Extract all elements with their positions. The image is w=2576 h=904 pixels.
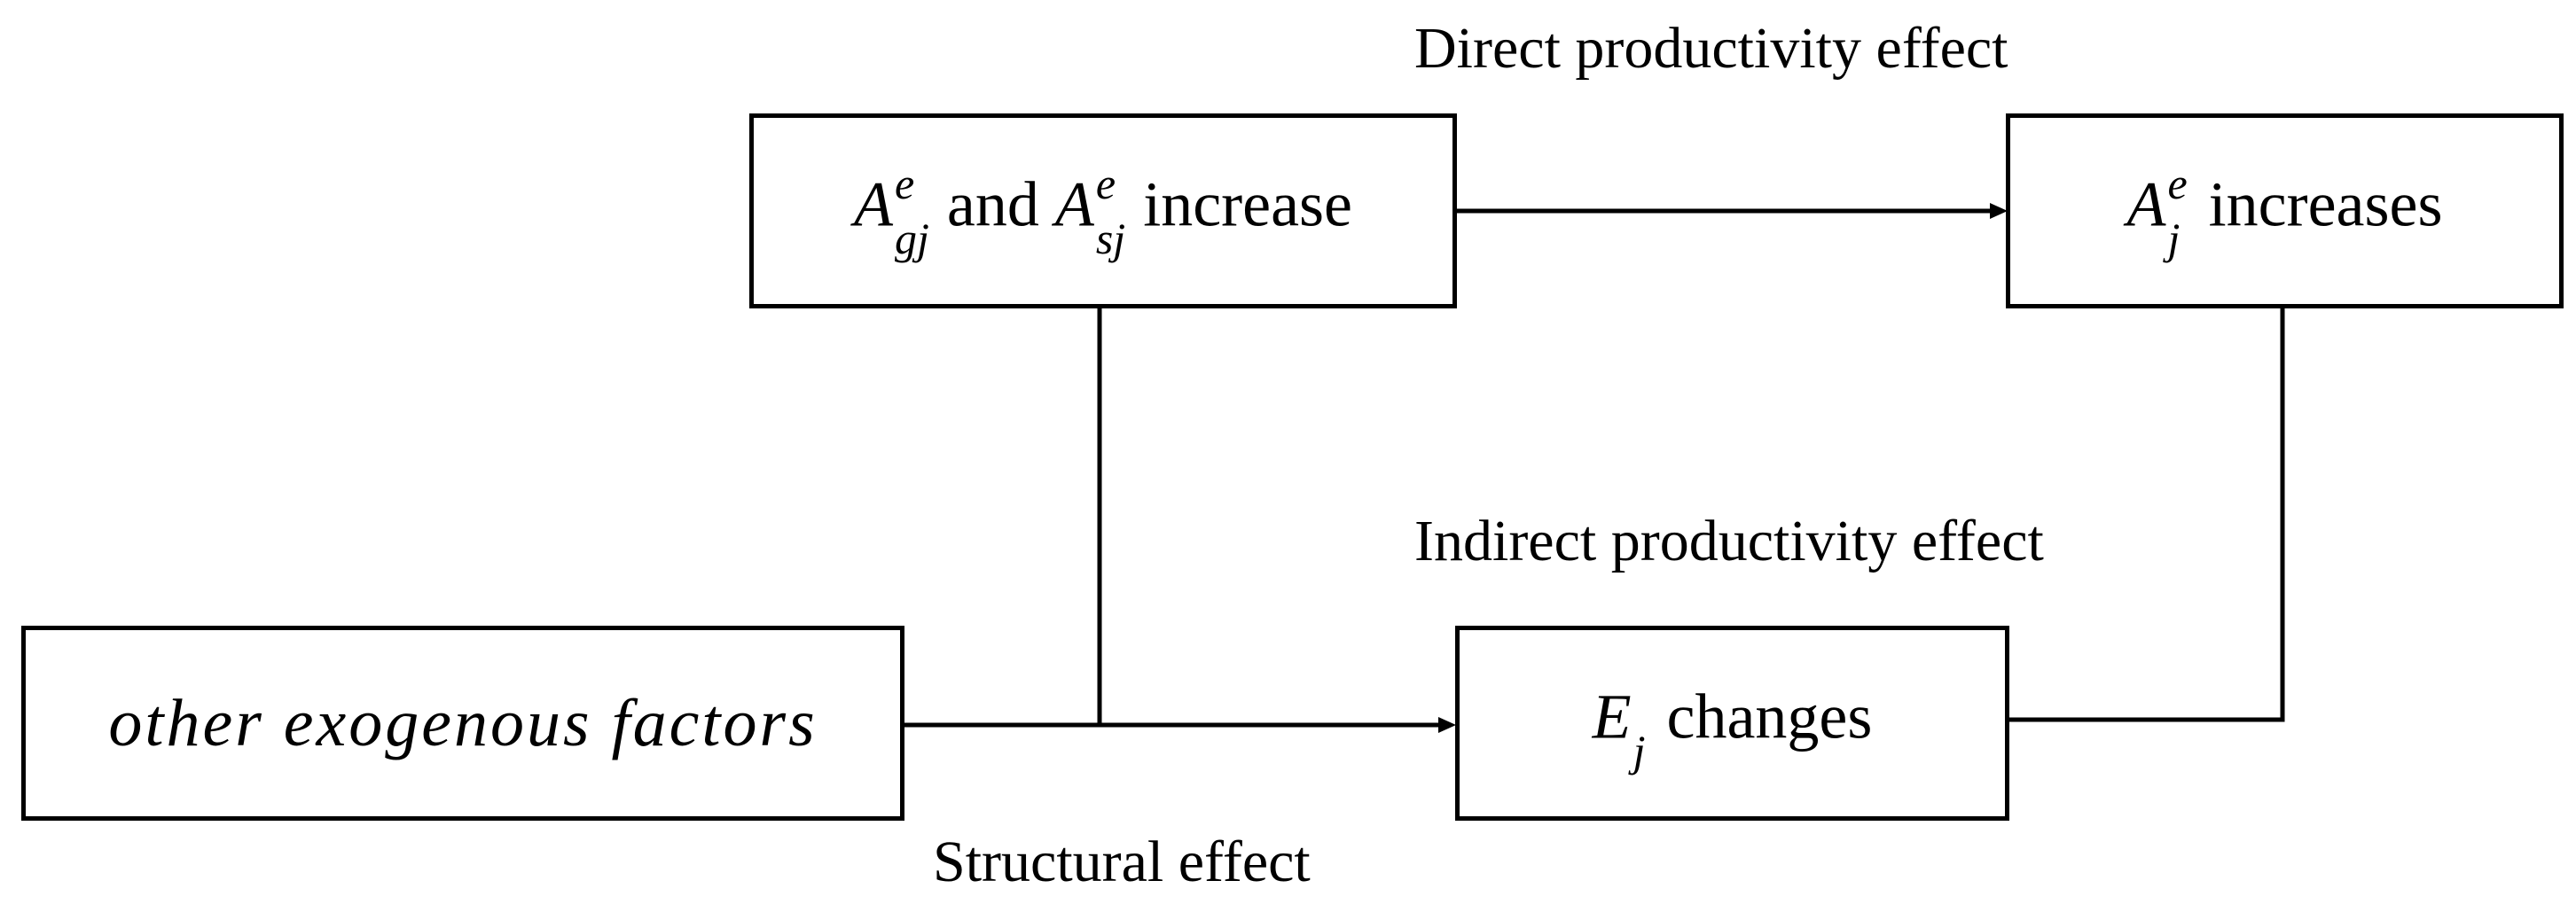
tech-sup-2: e bbox=[1095, 159, 1116, 208]
energy-suffix: changes bbox=[1666, 681, 1873, 752]
energy-sub: j bbox=[1633, 726, 1646, 775]
energy-sup-blank: ​ bbox=[1633, 674, 1646, 718]
tech-and-word: and bbox=[946, 168, 1039, 240]
arrowhead-energy bbox=[1438, 717, 1456, 733]
energy-changes-box: E​ j changes bbox=[1455, 626, 2009, 821]
structural-effect-label: Structural effect bbox=[933, 830, 1311, 894]
arrowhead-target-left bbox=[1990, 203, 2008, 219]
target-a-symbol: A bbox=[2126, 168, 2166, 240]
arrow-energy-to-target bbox=[2007, 282, 2285, 722]
other-factors-text: other exogenous factors bbox=[108, 685, 818, 760]
indirect-effect-label: Indirect productivity effect bbox=[1414, 509, 2044, 573]
other-factors-box: other exogenous factors bbox=[21, 626, 904, 821]
tech-a-symbol: A bbox=[853, 168, 893, 240]
tech-a-symbol-2: A bbox=[1054, 168, 1094, 240]
target-suffix: increases bbox=[2208, 168, 2443, 240]
tech-sub-sj: sj bbox=[1095, 214, 1126, 263]
tech-sup-1: e bbox=[894, 159, 915, 208]
target-sub: j bbox=[2167, 214, 2181, 263]
target-sup: e bbox=[2167, 159, 2188, 208]
direct-effect-label: Direct productivity effect bbox=[1414, 16, 2008, 81]
tech-sub-gj: gj bbox=[894, 214, 929, 263]
tech-suffix: increase bbox=[1143, 168, 1353, 240]
energy-e-symbol: E bbox=[1592, 681, 1632, 752]
